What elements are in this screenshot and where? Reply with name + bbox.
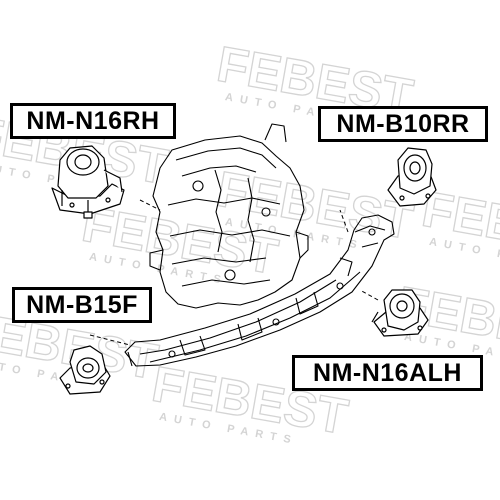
leader-line-b10rr [339,209,349,233]
engine-block [149,123,309,309]
part-label-nm-n16alh: NM-N16ALH [292,355,483,391]
mount-b15f-drawing [59,345,111,395]
part-label-nm-b15f: NM-B15F [12,287,152,323]
leader-line-n16rh [139,199,161,211]
leader-line-n16alh [359,289,379,301]
leader-lines [89,199,379,346]
mount-n16alh-drawing [371,289,429,337]
part-label-nm-n16rh: NM-N16RH [10,103,176,139]
mount-n16rh-drawing [51,145,125,219]
subframe [124,214,395,367]
mount-b10rr-drawing [387,147,437,207]
part-label-nm-b10rr: NM-B10RR [318,106,488,142]
